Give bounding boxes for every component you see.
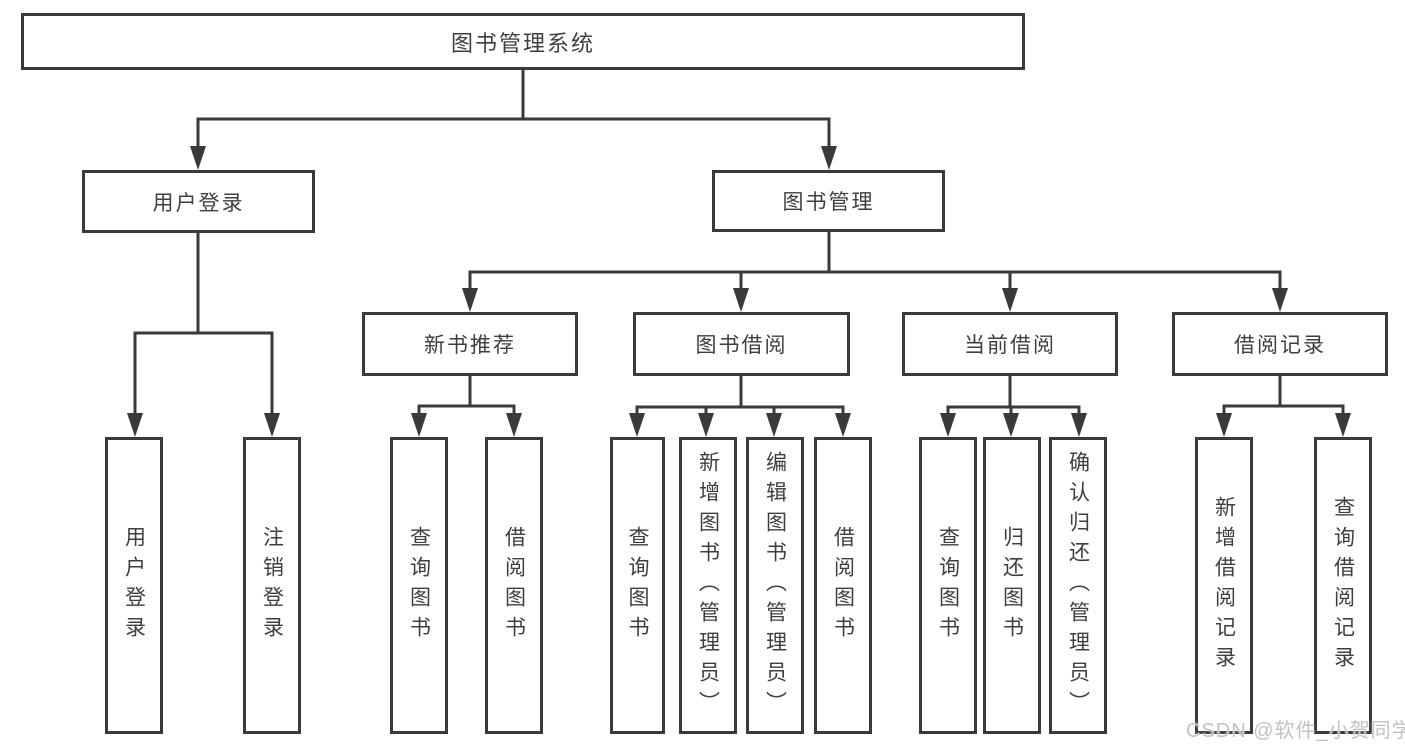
- node-current-borrowing-label: 当前借阅: [964, 334, 1056, 357]
- leaf-add-book-admin-label: 新增图书（管理员）: [696, 450, 720, 721]
- node-library-system-label: 图书管理系统: [450, 30, 595, 56]
- leaf-query-books-current: 查询图书: [919, 437, 977, 734]
- node-new-book-recommendation: 新书推荐: [362, 312, 578, 376]
- node-library-system: 图书管理系统: [21, 13, 1025, 70]
- leaf-query-borrow-record: 查询借阅记录: [1314, 437, 1372, 734]
- node-borrowing-records-label: 借阅记录: [1234, 334, 1326, 357]
- watermark: CSDN @软件_小贺同学: [1186, 720, 1405, 742]
- connector-recommend-to-leaves: [417, 374, 516, 418]
- leaf-query-books-current-label: 查询图书: [936, 525, 960, 646]
- leaf-add-borrow-record: 新增借阅记录: [1195, 437, 1253, 734]
- leaf-return-books: 归还图书: [983, 437, 1041, 734]
- node-book-management-label: 图书管理: [782, 191, 875, 214]
- connector-records-to-leaves: [1222, 374, 1345, 418]
- connector-login-to-leaves: [133, 231, 274, 418]
- arrowheads: [127, 146, 1351, 437]
- leaf-user-login: 用户登录: [105, 437, 163, 734]
- leaf-query-borrow-record-label: 查询借阅记录: [1331, 495, 1355, 676]
- leaf-return-books-label: 归还图书: [1000, 525, 1024, 646]
- leaf-add-borrow-record-label: 新增借阅记录: [1212, 495, 1236, 676]
- leaf-logout-login-label: 注销登录: [260, 525, 284, 646]
- leaf-add-book-admin: 新增图书（管理员）: [679, 437, 737, 734]
- node-current-borrowing: 当前借阅: [902, 312, 1118, 376]
- leaf-borrow-books-borrowing: 借阅图书: [814, 437, 872, 734]
- connector-current-to-leaves: [946, 374, 1081, 418]
- leaf-query-books-recommend-label: 查询图书: [407, 525, 431, 646]
- leaf-query-books-borrowing: 查询图书: [610, 437, 665, 734]
- leaf-confirm-return-admin-label: 确认归还（管理员）: [1066, 450, 1090, 721]
- leaf-query-books-recommend: 查询图书: [390, 437, 448, 734]
- node-new-book-recommendation-label: 新书推荐: [424, 334, 516, 357]
- node-book-borrowing: 图书借阅: [633, 312, 850, 376]
- node-book-management: 图书管理: [712, 170, 945, 232]
- leaf-edit-book-admin-label: 编辑图书（管理员）: [763, 450, 787, 721]
- node-book-borrowing-label: 图书借阅: [695, 334, 788, 357]
- leaf-user-login-label: 用户登录: [122, 525, 146, 646]
- leaf-borrow-books-borrowing-label: 借阅图书: [831, 525, 855, 646]
- leaf-confirm-return-admin: 确认归还（管理员）: [1049, 437, 1107, 734]
- connector-borrowing-to-leaves: [635, 374, 845, 418]
- node-borrowing-records: 借阅记录: [1172, 312, 1388, 376]
- connector-root-to-level2: [196, 68, 831, 152]
- node-user-login-label: 用户登录: [152, 191, 245, 215]
- leaf-edit-book-admin: 编辑图书（管理员）: [746, 437, 804, 734]
- leaf-borrow-books-recommend: 借阅图书: [485, 437, 543, 734]
- connector-mgmt-to-level3: [468, 230, 1282, 294]
- leaf-logout-login: 注销登录: [243, 437, 301, 734]
- leaf-borrow-books-recommend-label: 借阅图书: [502, 525, 526, 646]
- leaf-query-books-borrowing-label: 查询图书: [626, 525, 649, 646]
- node-user-login: 用户登录: [82, 170, 315, 233]
